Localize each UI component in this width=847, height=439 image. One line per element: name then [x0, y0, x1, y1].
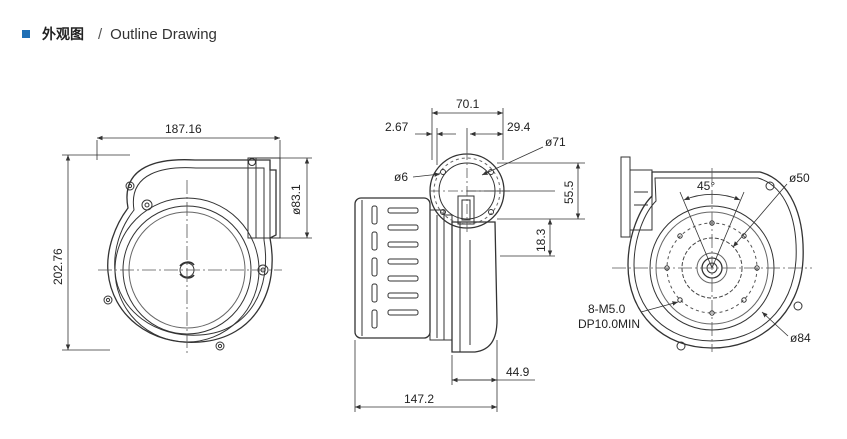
rear-diameter-large-label: ø84 — [790, 331, 811, 345]
front-outlet-flange — [247, 157, 281, 239]
side-top-width-label: 70.1 — [456, 97, 480, 111]
side-housing — [451, 221, 498, 353]
front-width-label: 187.16 — [165, 122, 202, 136]
title-english: Outline Drawing — [110, 25, 217, 43]
side-motor-can — [354, 197, 431, 339]
front-bolt-6 — [248, 158, 256, 166]
front-view — [62, 135, 312, 355]
front-housing-outline — [107, 159, 277, 343]
side-vertical-label-1: 55.5 — [562, 180, 576, 204]
section-header: 外观图 / Outline Drawing — [22, 22, 217, 46]
side-view — [354, 108, 585, 412]
side-bolt-circle-label: ø71 — [545, 135, 566, 149]
rear-depth-spec-label: DP10.0MIN — [578, 317, 640, 331]
rear-screw-label: 8-M5.0 — [588, 302, 626, 316]
front-height-label: 202.76 — [51, 248, 65, 285]
side-hole-label: ø6 — [394, 170, 408, 184]
title-separator: / — [98, 25, 103, 43]
side-offset-right-label: 29.4 — [507, 120, 531, 134]
front-bolt-3 — [215, 341, 225, 351]
side-hole-1 — [440, 169, 446, 175]
rear-bolt-1 — [765, 181, 775, 191]
rear-view — [612, 156, 812, 352]
side-vertical-label-2: 18.3 — [534, 228, 548, 252]
front-bolt-4 — [103, 295, 113, 305]
rear-diameter-small-label: ø50 — [789, 171, 810, 185]
front-bolt-5 — [125, 181, 135, 191]
rear-outlet-bracket — [620, 156, 631, 238]
side-offset-left-label: 2.67 — [385, 120, 409, 134]
side-depth-label: 44.9 — [506, 365, 530, 379]
side-hole-3 — [440, 209, 446, 215]
title-chinese: 外观图 — [42, 27, 84, 43]
rear-angle-label: 45° — [697, 179, 715, 193]
side-total-length-label: 147.2 — [404, 392, 434, 406]
side-vent-slots — [371, 205, 419, 329]
section-bullet-icon — [22, 30, 30, 38]
side-hole-4 — [488, 209, 494, 215]
front-bolt-1 — [141, 199, 153, 211]
rear-bolt-3 — [676, 341, 686, 351]
rear-bolt-2 — [793, 301, 803, 311]
front-outlet-label: ø83.1 — [289, 184, 303, 215]
